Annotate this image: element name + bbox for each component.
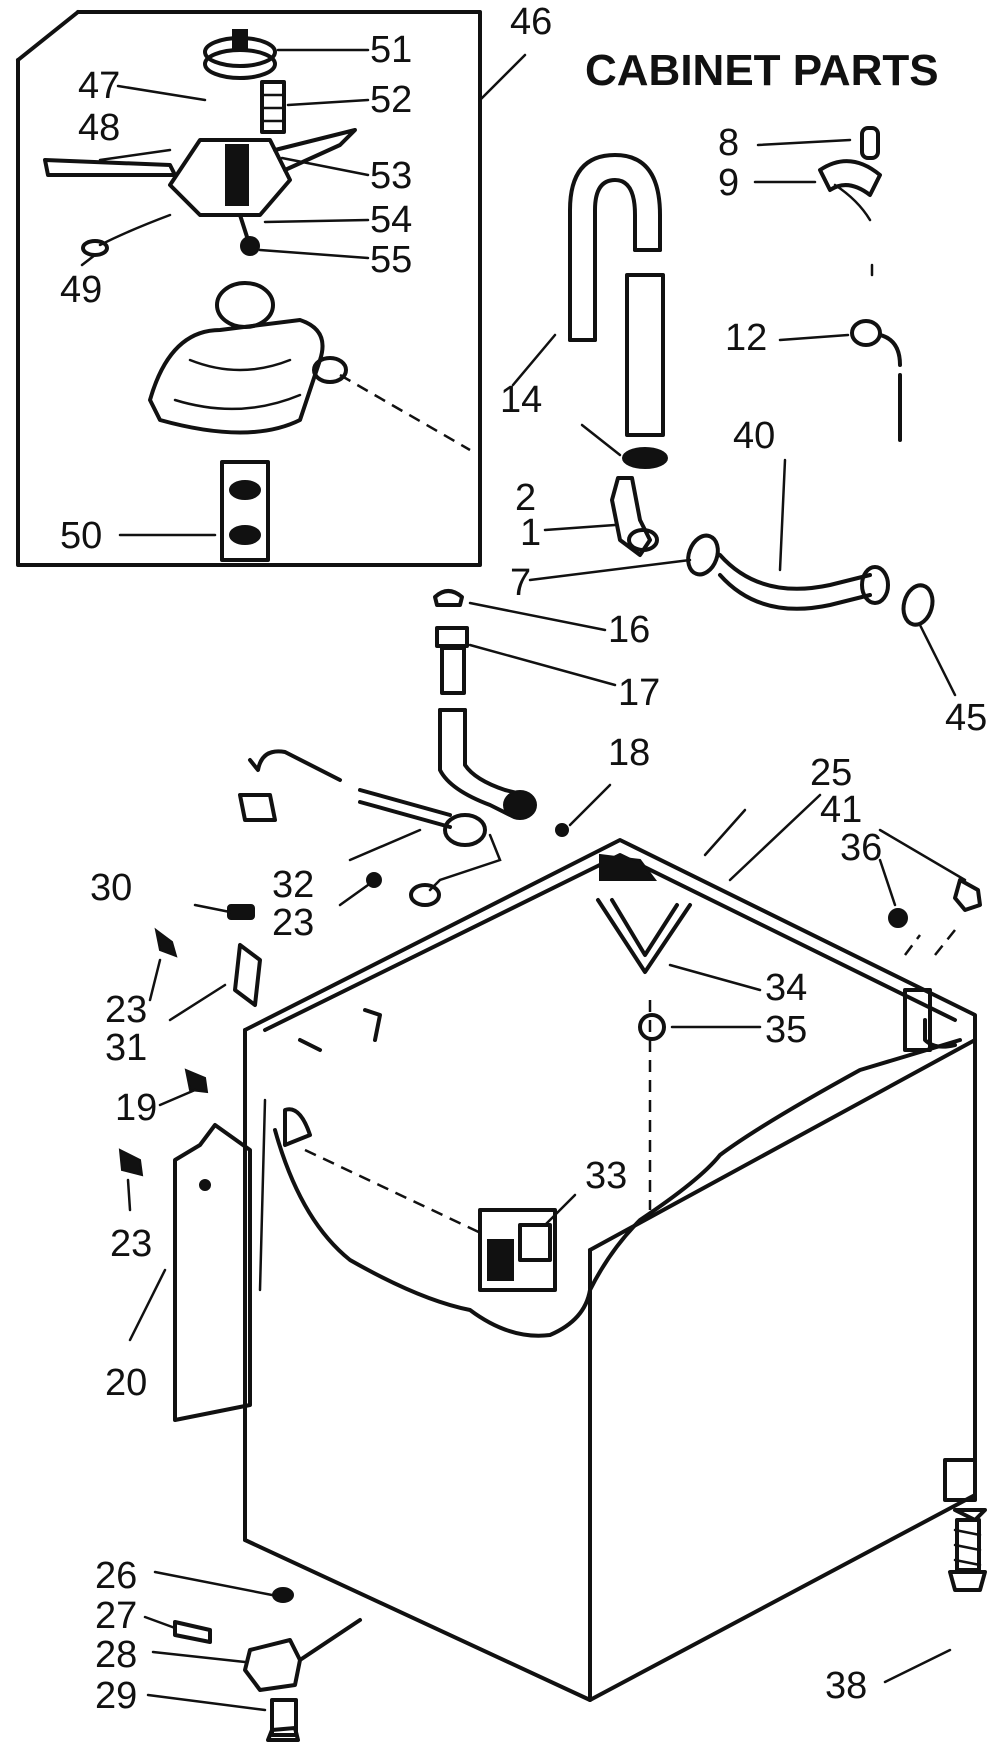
side-panel-20 — [173, 1123, 252, 1422]
inset-assembly-46 — [16, 10, 482, 567]
label-35: 35 — [765, 1009, 807, 1051]
label-25: 25 — [810, 752, 852, 794]
label-54: 54 — [370, 199, 412, 241]
label-38: 38 — [825, 1665, 867, 1707]
label-12: 12 — [725, 317, 767, 359]
label-53: 53 — [370, 155, 412, 197]
label-19: 19 — [115, 1087, 157, 1129]
switch-33 — [304, 1148, 557, 1292]
hose-40 — [686, 533, 935, 627]
label-1: 1 — [520, 512, 541, 554]
label-23c: 23 — [110, 1223, 152, 1265]
label-14: 14 — [500, 379, 542, 421]
label-41: 41 — [820, 789, 862, 831]
left-small-parts — [118, 872, 382, 1177]
label-48: 48 — [78, 107, 120, 149]
bracket-34 — [596, 898, 692, 974]
label-26: 26 — [95, 1555, 137, 1597]
label-8: 8 — [718, 122, 739, 164]
label-18: 18 — [608, 732, 650, 774]
hose-fitting-1 — [610, 476, 659, 557]
label-16: 16 — [608, 609, 650, 651]
label-2: 2 — [515, 477, 536, 519]
leader-lines — [126, 53, 967, 1712]
label-55: 55 — [370, 239, 412, 281]
label-31: 31 — [105, 1027, 147, 1069]
label-36: 36 — [840, 827, 882, 869]
label-29: 29 — [95, 1675, 137, 1717]
part-labels: 51 52 53 54 55 46 47 48 49 50 8 9 12 14 … — [60, 1, 987, 1717]
small-fasteners — [638, 878, 982, 1210]
drain-hose-assembly — [433, 589, 569, 837]
hose-14 — [568, 153, 668, 469]
label-34: 34 — [765, 967, 807, 1009]
label-50: 50 — [60, 515, 102, 557]
label-32: 32 — [272, 864, 314, 906]
label-45: 45 — [945, 697, 987, 739]
label-40: 40 — [733, 415, 775, 457]
label-30: 30 — [90, 867, 132, 909]
label-23a: 23 — [105, 989, 147, 1031]
label-20: 20 — [105, 1362, 147, 1404]
lid-switch-32 — [238, 749, 502, 907]
label-47: 47 — [78, 65, 120, 107]
label-9: 9 — [718, 162, 739, 204]
label-52: 52 — [370, 79, 412, 121]
label-33: 33 — [585, 1155, 627, 1197]
cabinet-25 — [243, 838, 977, 1702]
label-49: 49 — [60, 269, 102, 311]
label-46: 46 — [510, 1, 552, 43]
label-7: 7 — [510, 562, 531, 604]
label-27: 27 — [95, 1595, 137, 1637]
diagram-title: CABINET PARTS — [585, 46, 939, 95]
leg-assembly — [173, 1508, 987, 1742]
label-23b: 23 — [272, 902, 314, 944]
label-17: 17 — [618, 672, 660, 714]
label-28: 28 — [95, 1634, 137, 1676]
label-51: 51 — [370, 29, 412, 71]
clamp-parts — [818, 126, 902, 442]
